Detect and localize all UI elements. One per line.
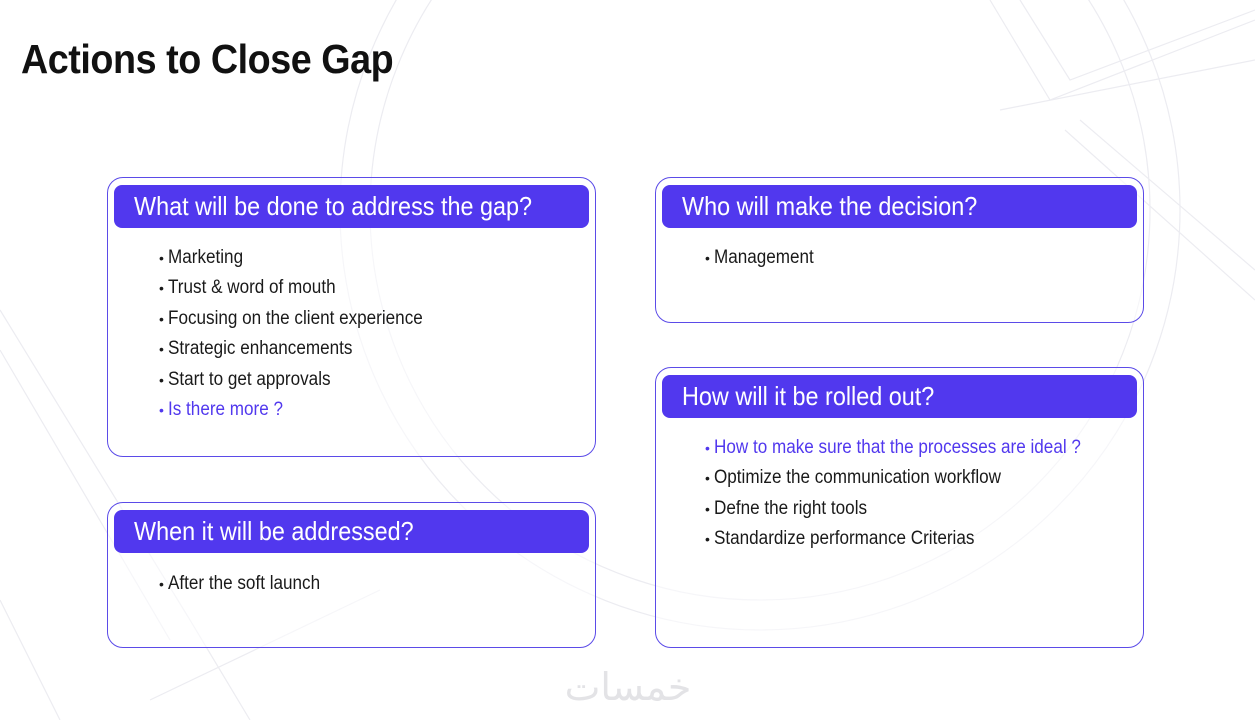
card-header-what: What will be done to address the gap? [114, 185, 589, 228]
list-item: •Standardize performance Criterias [705, 524, 1122, 554]
card-who-decides: Who will make the decision? •Management [655, 177, 1144, 323]
page-title: Actions to Close Gap [21, 36, 394, 82]
brand-logo: خمسات [564, 665, 692, 709]
card-header-how: How will it be rolled out? [662, 375, 1137, 418]
card-when-addressed: When it will be addressed? •After the so… [107, 502, 596, 648]
bullet-icon: • [705, 531, 710, 548]
bullet-icon: • [159, 250, 164, 266]
bullet-icon: • [159, 371, 164, 388]
bullet-list-how: •How to make sure that the processes are… [705, 433, 1122, 555]
bullet-list-when: •After the soft launch [159, 569, 337, 599]
card-heading-how: How will it be rolled out? [682, 381, 935, 411]
bullet-icon: • [159, 341, 164, 358]
card-header-when: When it will be addressed? [114, 510, 589, 553]
bullet-icon: • [705, 250, 710, 266]
card-header-who: Who will make the decision? [662, 185, 1137, 228]
list-item-highlight: •Is there more ? [159, 395, 451, 425]
bullet-icon: • [705, 440, 710, 456]
card-how-rolled-out: How will it be rolled out? •How to make … [655, 367, 1144, 648]
card-heading-who: Who will make the decision? [682, 191, 978, 221]
list-item: •After the soft launch [159, 569, 337, 599]
list-item: •Defne the right tools [705, 494, 1122, 524]
list-item: •Focusing on the client experience [159, 304, 451, 334]
bullet-icon: • [705, 500, 710, 517]
list-item: •Trust & word of mouth [159, 273, 451, 303]
card-heading-what: What will be done to address the gap? [134, 191, 533, 221]
card-heading-when: When it will be addressed? [134, 516, 414, 546]
list-item-highlight: •How to make sure that the processes are… [705, 433, 1122, 463]
bullet-icon: • [159, 310, 164, 327]
card-what-will-be-done: What will be done to address the gap? •M… [107, 177, 596, 457]
bullet-list-what: •Marketing •Trust & word of mouth •Focus… [159, 243, 451, 425]
list-item: •Start to get approvals [159, 365, 451, 395]
bullet-icon: • [159, 576, 164, 592]
bullet-list-who: •Management [705, 243, 825, 273]
list-item: •Marketing [159, 243, 451, 273]
list-item: •Optimize the communication workflow [705, 463, 1122, 493]
bullet-icon: • [705, 470, 710, 487]
list-item: •Strategic enhancements [159, 334, 451, 364]
list-item: •Management [705, 243, 825, 273]
bullet-icon: • [159, 280, 164, 297]
bullet-icon: • [159, 401, 164, 418]
